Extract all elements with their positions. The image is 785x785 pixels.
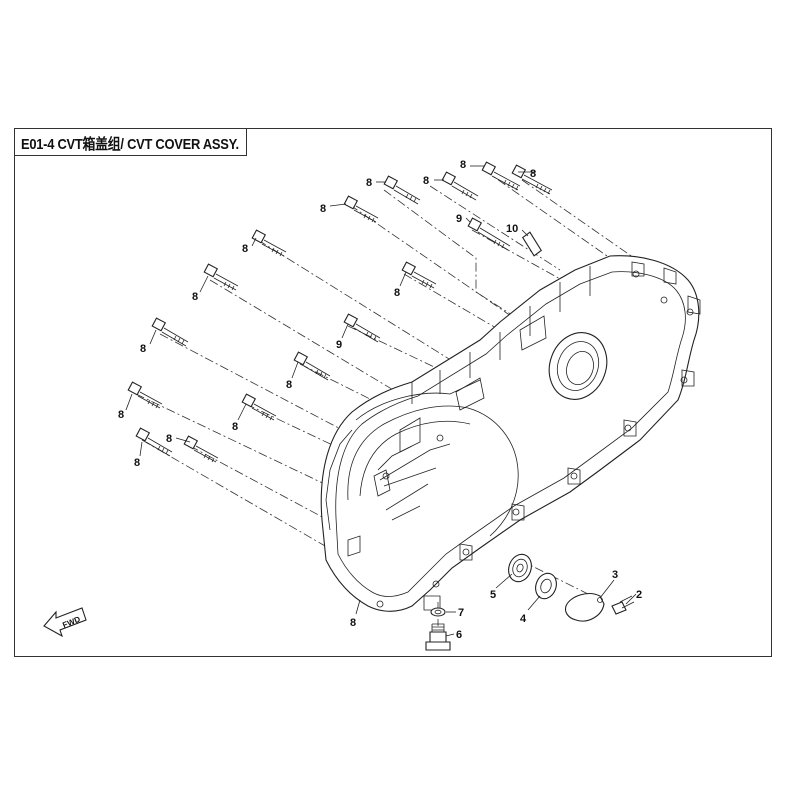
bolt-7 bbox=[401, 261, 437, 289]
bolt-14 bbox=[135, 427, 173, 457]
callout-6: 7 bbox=[458, 607, 464, 619]
small-parts bbox=[425, 553, 635, 651]
callout-leaders bbox=[125, 165, 637, 637]
callout-2: 3 bbox=[612, 569, 618, 581]
bolt-top-3 bbox=[441, 171, 479, 201]
callout-labels: 8 8 8 8 8 9 10 8 8 8 8 9 8 8 8 8 8 8 7 6… bbox=[118, 159, 642, 641]
callout-8: 8 bbox=[286, 379, 292, 391]
callout-9: 9 bbox=[456, 213, 462, 225]
bolt-13 bbox=[241, 393, 277, 421]
callout-4: 5 bbox=[490, 589, 496, 601]
drawing-frame bbox=[14, 128, 772, 657]
callout-8: 8 bbox=[166, 433, 172, 445]
callout-8: 8 bbox=[320, 203, 326, 215]
callout-8: 8 bbox=[460, 159, 466, 171]
bolt-12 bbox=[127, 381, 163, 409]
bolt-8 bbox=[203, 263, 239, 291]
bolt-6 bbox=[251, 229, 287, 257]
callout-8: 9 bbox=[336, 339, 342, 351]
callout-8: 8 bbox=[118, 409, 124, 421]
callout-7: 8 bbox=[350, 617, 356, 629]
bolt-10 bbox=[343, 313, 381, 343]
cvt-cover-housing bbox=[320, 255, 701, 612]
bolt-11 bbox=[293, 351, 331, 381]
callout-9: 8 bbox=[140, 343, 146, 355]
callout-8: 8 bbox=[423, 175, 429, 187]
bolt-top-1 bbox=[511, 164, 553, 195]
bolt-9-short bbox=[467, 217, 511, 251]
bolt-top-4 bbox=[383, 175, 421, 205]
bolt-5 bbox=[343, 195, 379, 223]
dowel-pin-10 bbox=[521, 231, 543, 257]
callout-10: 10 bbox=[506, 223, 518, 235]
diagram-title: E01-4 CVT箱盖组/ CVT COVER ASSY. bbox=[21, 136, 239, 153]
callout-5: 6 bbox=[456, 629, 462, 641]
callout-3: 4 bbox=[520, 613, 527, 625]
callout-8: 8 bbox=[366, 177, 372, 189]
bolt-top-2 bbox=[481, 161, 521, 191]
bolt-15 bbox=[183, 435, 219, 463]
bolt-9-long bbox=[151, 317, 189, 347]
callout-8: 8 bbox=[192, 291, 198, 303]
fwd-arrow: FWD bbox=[43, 607, 87, 638]
callout-8: 8 bbox=[394, 287, 400, 299]
callout-8: 8 bbox=[242, 243, 248, 255]
callout-1: 2 bbox=[636, 589, 642, 601]
bolts bbox=[127, 161, 553, 463]
callout-8: 8 bbox=[134, 457, 140, 469]
title-box: E01-4 CVT箱盖组/ CVT COVER ASSY. bbox=[14, 128, 247, 156]
callout-8: 8 bbox=[530, 168, 536, 180]
callout-8: 8 bbox=[232, 421, 238, 433]
